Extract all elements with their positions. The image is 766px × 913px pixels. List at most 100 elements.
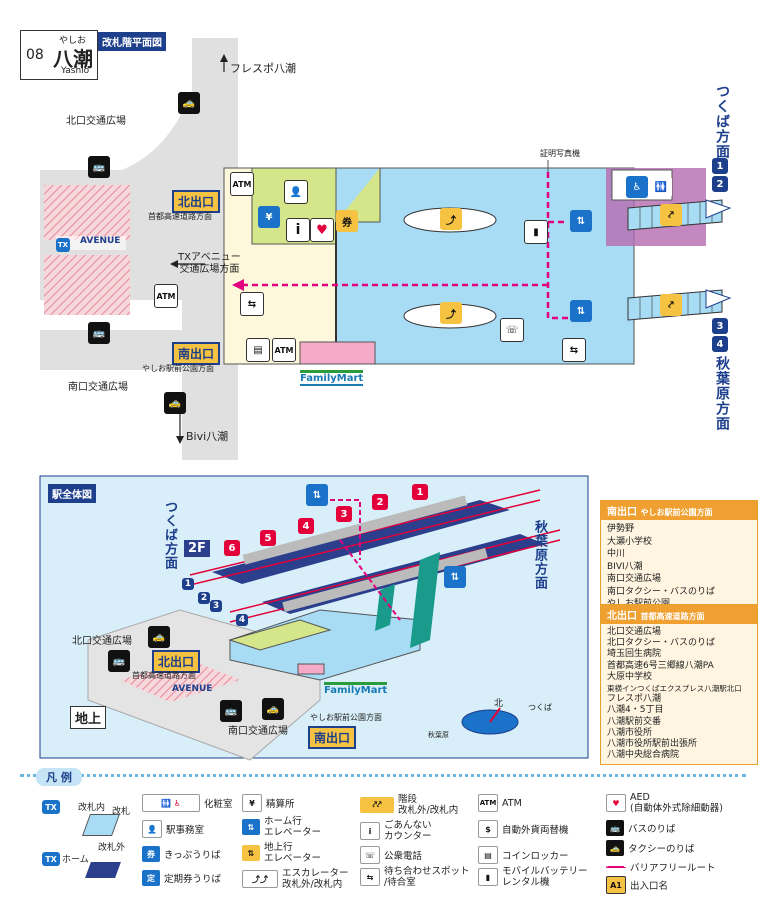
bus-icon: 🚌 xyxy=(88,156,110,178)
list-item: 八潮中央総合病院 xyxy=(607,750,680,761)
wheelchair-icon: ♿ xyxy=(626,176,648,198)
restroom-icon: 🚻 ♿ xyxy=(142,794,200,812)
train-upper xyxy=(242,495,468,565)
legend-item: ⇅ホーム行 エレベーター xyxy=(242,816,321,838)
locker-icon: ▤ xyxy=(246,338,270,362)
elevator-home-icon: ⇅ xyxy=(570,300,592,322)
legend-item: ▤コインロッカー xyxy=(478,846,569,864)
elevator-ground-icon: ⇅ xyxy=(242,845,260,861)
list-item: 北口タクシー・バスのりば xyxy=(607,638,716,649)
overview-south-plaza: 南口交通広場 xyxy=(228,726,288,737)
legend-item: ♥AED (自動体外式除細動器) xyxy=(606,792,723,814)
list-item: フレスポ八潮 xyxy=(607,694,662,705)
exit-name-icon: A1 xyxy=(606,876,626,894)
meeting-icon: ⇆ xyxy=(562,338,586,362)
atm-icon: ATM xyxy=(272,338,296,362)
tsukuba-dir-label: つくば方面 xyxy=(714,84,730,159)
familymart-store xyxy=(299,341,376,365)
track-3-badge: 3 xyxy=(210,600,222,612)
north-exit-sub: 首都高速道路方面 xyxy=(148,212,212,221)
taxi-icon: 🚕 xyxy=(178,92,200,114)
home-sample xyxy=(85,862,121,878)
bus-icon: 🚌 xyxy=(108,650,130,672)
stairs-icon: ⤤⤤ xyxy=(360,797,394,813)
overview-north-plaza: 北口交通広場 xyxy=(72,636,132,647)
car-5-badge: 5 xyxy=(260,530,276,546)
north-plaza-label: 北口交通広場 xyxy=(66,116,126,127)
overview-south-exit-sub: やしお駅前公園方面 xyxy=(310,713,382,722)
office-icon: 👤 xyxy=(142,820,162,838)
avenue-label: AVENUE xyxy=(80,236,121,246)
dest-heading: 南出口 やしお駅前公園方面 xyxy=(601,501,757,520)
platform-1-badge: 1 xyxy=(712,158,728,174)
battery-icon: ▮ xyxy=(524,220,548,244)
barrier-free-route xyxy=(240,172,568,320)
track-1-badge: 1 xyxy=(182,578,194,590)
overview-south-exit: 南出口 xyxy=(308,726,357,749)
ground-label: 地上 xyxy=(70,706,107,729)
tx-logo-icon: TX xyxy=(42,852,60,866)
list-item: 大瀬小学校 xyxy=(607,536,653,547)
south-exit-label: 南出口 xyxy=(172,342,221,365)
legend-home: ホーム xyxy=(62,855,89,865)
pass-icon: 定 xyxy=(142,870,160,886)
elevator-home-icon: ⇅ xyxy=(570,210,592,232)
phone-icon: ☏ xyxy=(360,846,380,864)
aed-icon: ♥ xyxy=(310,218,334,242)
list-item: 東横インつくばエクスプレス八潮駅北口 xyxy=(607,684,742,694)
bus-icon: 🚌 xyxy=(220,700,242,722)
station-kana: やしお xyxy=(59,36,87,46)
legend-item: 👤駅事務室 xyxy=(142,820,204,838)
tx-avenue-label: TXアベニュー 交通広場方面 xyxy=(178,252,241,275)
north-exit-destinations: 北出口 首都高速道路方面 北口交通広場 北口タクシー・バスのりば 埼玉回生病院 … xyxy=(600,604,758,766)
overview-akihabara-label: 秋葉原方面 xyxy=(532,520,547,590)
escalator-icon: ⤴⤴ xyxy=(242,870,278,888)
legend-gate-outside: 改札外 xyxy=(98,843,126,853)
legend-item: $自動外貨両替機 xyxy=(478,820,569,838)
car-3-badge: 3 xyxy=(336,506,352,522)
overview-north-exit-sub: 首都高速道路方面 xyxy=(132,671,196,680)
tx-logo-icon: TX xyxy=(56,238,70,252)
fare-adjustment-icon: ¥ xyxy=(258,206,280,228)
platform-2-badge: 2 xyxy=(712,176,728,192)
familymart-label: FamilyMart xyxy=(300,370,364,386)
escalator-icon: ⤴ xyxy=(440,302,462,324)
legend-item: ▮モバイルバッテリー レンタル機 xyxy=(478,866,588,888)
stairs-icon: ⤤ xyxy=(660,294,682,316)
dest-list: 伊勢野 大瀬小学校 中川 BIVI八潮 南口交通広場 南口タクシー・バスのりば … xyxy=(601,520,757,614)
south-plaza-hatch xyxy=(44,255,130,315)
list-item: 南口タクシー・バスのりば xyxy=(607,586,716,597)
info-icon: i xyxy=(360,822,380,840)
list-item: 八潮市役所 xyxy=(607,727,653,738)
legend-item: ⇆待ち合わせスポット /待合室 xyxy=(360,866,470,888)
atm-icon: ATM xyxy=(154,284,178,308)
fresupo-label: フレスポ八潮 xyxy=(230,62,296,75)
legend-item: 🚻 ♿化粧室 xyxy=(142,794,233,812)
north-exit-label: 北出口 xyxy=(172,190,221,213)
legend-title: 凡 例 xyxy=(36,768,82,786)
office-icon: 👤 xyxy=(284,180,308,204)
list-item: 南口交通広場 xyxy=(607,574,662,584)
taxi-icon: 🚕 xyxy=(164,392,186,414)
battery-icon: ▮ xyxy=(478,868,498,886)
info-icon: i xyxy=(286,218,310,242)
fare-icon: ¥ xyxy=(242,794,262,812)
compass-north: 北 xyxy=(494,699,504,709)
legend-item: ☏公衆電話 xyxy=(360,846,422,864)
track-4-badge: 4 xyxy=(236,614,248,626)
akihabara-dir-label: 秋葉原方面 xyxy=(714,356,730,431)
legend-item: ⤤⤤階段 改札外/改札内 xyxy=(360,794,458,816)
bivi-label: Bivi八潮 xyxy=(186,430,229,443)
list-item: 中川 xyxy=(607,549,626,559)
legend-item: 定定期券うりば xyxy=(142,870,221,886)
compass-akihabara: 秋葉原 xyxy=(428,731,449,739)
south-exit-destinations: 南出口 やしお駅前公園方面 伊勢野 大瀬小学校 中川 BIVI八潮 南口交通広場… xyxy=(600,500,758,615)
elevator-home-icon: ⇅ xyxy=(306,484,328,506)
aed-icon: ♥ xyxy=(606,794,626,812)
taxi-icon: 🚕 xyxy=(148,626,170,648)
overview-north-exit: 北出口 xyxy=(152,650,201,673)
ticket-icon: 券 xyxy=(142,846,160,862)
car-1-badge: 1 xyxy=(412,484,428,500)
